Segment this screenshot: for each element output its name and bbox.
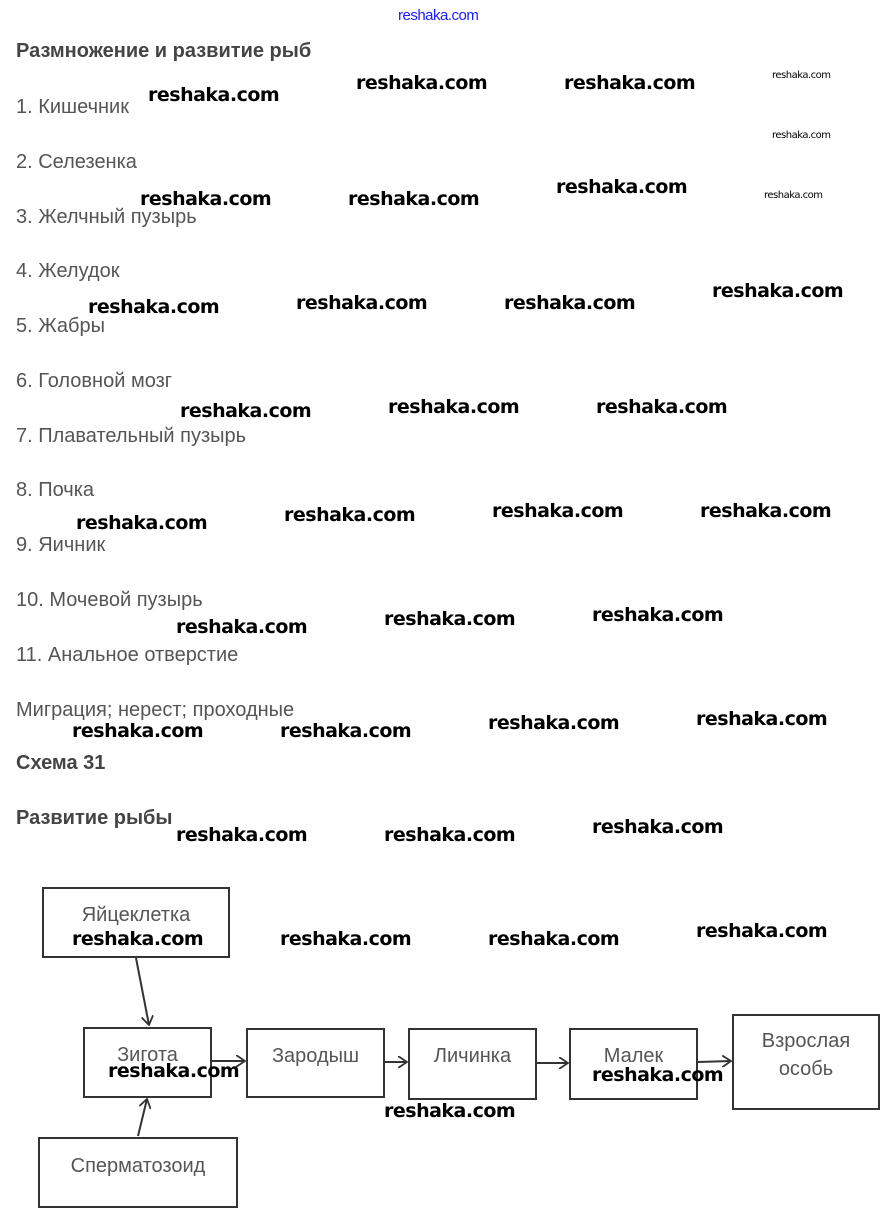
watermark: reshaka.com: [764, 190, 823, 201]
watermark: reshaka.com: [384, 1100, 516, 1122]
list-item: 2. Селезенка: [16, 151, 137, 173]
list-item: 7. Плавательный пузырь: [16, 425, 247, 447]
watermark: reshaka.com: [280, 928, 412, 950]
list-item: 8. Почка: [16, 479, 95, 501]
box-adult: Взрослая особь: [732, 1014, 880, 1110]
watermark: reshaka.com: [696, 708, 828, 730]
watermark: reshaka.com: [772, 130, 831, 141]
watermark: reshaka.com: [504, 292, 636, 314]
list-item: 11. Анальное отверстие: [16, 644, 239, 666]
arrow-sperm-zygote: [137, 1099, 147, 1137]
watermark: reshaka.com: [398, 7, 479, 24]
list-item: 5. Жабры: [16, 315, 106, 337]
watermark: reshaka.com: [772, 70, 831, 81]
watermark: reshaka.com: [556, 176, 688, 198]
watermark: reshaka.com: [592, 816, 724, 838]
box-label: Зародыш: [271, 1045, 360, 1067]
watermark: reshaka.com: [284, 504, 416, 526]
scheme-label: Схема 31: [16, 752, 106, 774]
watermark: reshaka.com: [176, 616, 308, 638]
box-label: Сперматозоид: [70, 1155, 206, 1177]
list-item: 3. Желчный пузырь: [16, 206, 197, 228]
box-label: Взрослая особь: [761, 1030, 851, 1080]
box-larva: Личинка: [408, 1028, 537, 1100]
list-item: 1. Кишечник: [16, 96, 129, 118]
list-item: 9. Яичник: [16, 534, 106, 556]
watermark: reshaka.com: [148, 84, 280, 106]
watermark: reshaka.com: [356, 72, 488, 94]
box-label: Яйцеклетка: [81, 904, 191, 926]
watermark: reshaka.com: [280, 720, 412, 742]
watermark: reshaka.com: [712, 280, 844, 302]
watermark: reshaka.com: [108, 1060, 240, 1082]
watermark: reshaka.com: [348, 188, 480, 210]
box-fry: Малек: [569, 1028, 698, 1100]
watermark: reshaka.com: [564, 72, 696, 94]
watermark: reshaka.com: [384, 824, 516, 846]
page-title: Размножение и развитие рыб: [16, 40, 312, 62]
watermark: reshaka.com: [696, 920, 828, 942]
watermark: reshaka.com: [700, 500, 832, 522]
arrow-egg-zygote: [135, 957, 149, 1025]
watermark: reshaka.com: [140, 188, 272, 210]
watermark: reshaka.com: [176, 824, 308, 846]
watermark: reshaka.com: [180, 400, 312, 422]
watermark: reshaka.com: [596, 396, 728, 418]
watermark: reshaka.com: [88, 296, 220, 318]
list-item: 10. Мочевой пузырь: [16, 589, 203, 611]
migration-answer: Миграция; нерест; проходные: [16, 699, 295, 721]
box-label: Малек: [603, 1045, 664, 1067]
watermark: reshaka.com: [488, 712, 620, 734]
watermark: reshaka.com: [72, 928, 204, 950]
box-egg: Яйцеклетка: [42, 887, 230, 958]
box-label: Личинка: [433, 1045, 512, 1067]
arrow-fry-adult: [697, 1061, 731, 1062]
watermark: reshaka.com: [296, 292, 428, 314]
box-sperm: Сперматозоид: [38, 1137, 238, 1208]
watermark: reshaka.com: [388, 396, 520, 418]
watermark: reshaka.com: [384, 608, 516, 630]
watermark: reshaka.com: [492, 500, 624, 522]
box-label: Зигота: [117, 1044, 178, 1066]
box-embryo: Зародыш: [246, 1028, 385, 1098]
watermark: reshaka.com: [488, 928, 620, 950]
watermark: reshaka.com: [592, 604, 724, 626]
watermark: reshaka.com: [76, 512, 208, 534]
list-item: 6. Головной мозг: [16, 370, 173, 392]
box-zygote: Зигота: [83, 1027, 212, 1098]
watermark: reshaka.com: [592, 1064, 724, 1086]
scheme-title: Развитие рыбы: [16, 807, 173, 829]
list-item: 4. Желудок: [16, 260, 120, 282]
watermark: reshaka.com: [72, 720, 204, 742]
